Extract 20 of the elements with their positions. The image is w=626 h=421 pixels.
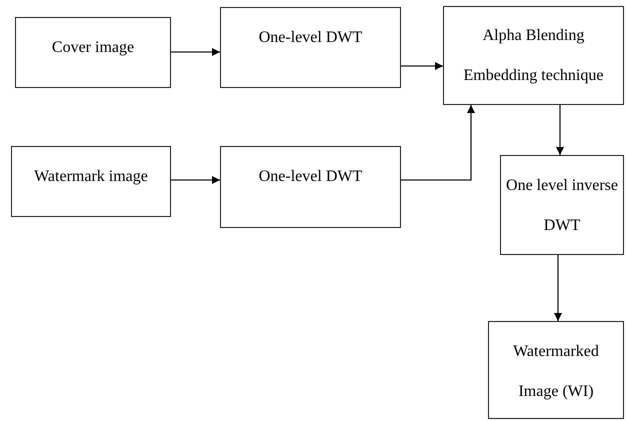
process-box	[11, 146, 171, 217]
box-label: One level inverse DWT	[505, 176, 619, 236]
box-label: One-level DWT	[258, 28, 362, 48]
box-label: Watermark image	[34, 167, 148, 187]
box-label: Alpha Blending Embedding technique	[462, 26, 604, 86]
box-label: One-level DWT	[258, 167, 362, 187]
process-box	[220, 146, 401, 228]
arrow	[401, 105, 475, 181]
process-box	[443, 6, 624, 105]
process-box	[500, 155, 624, 255]
process-box	[488, 321, 624, 419]
process-box	[15, 17, 171, 88]
arrow	[171, 48, 220, 56]
arrow	[401, 62, 443, 70]
arrow	[556, 105, 564, 155]
arrow	[171, 176, 220, 184]
arrow	[554, 255, 562, 321]
process-box	[220, 7, 401, 88]
box-label: Cover image	[52, 38, 134, 58]
box-label: Watermarked Image (WI)	[512, 342, 600, 402]
